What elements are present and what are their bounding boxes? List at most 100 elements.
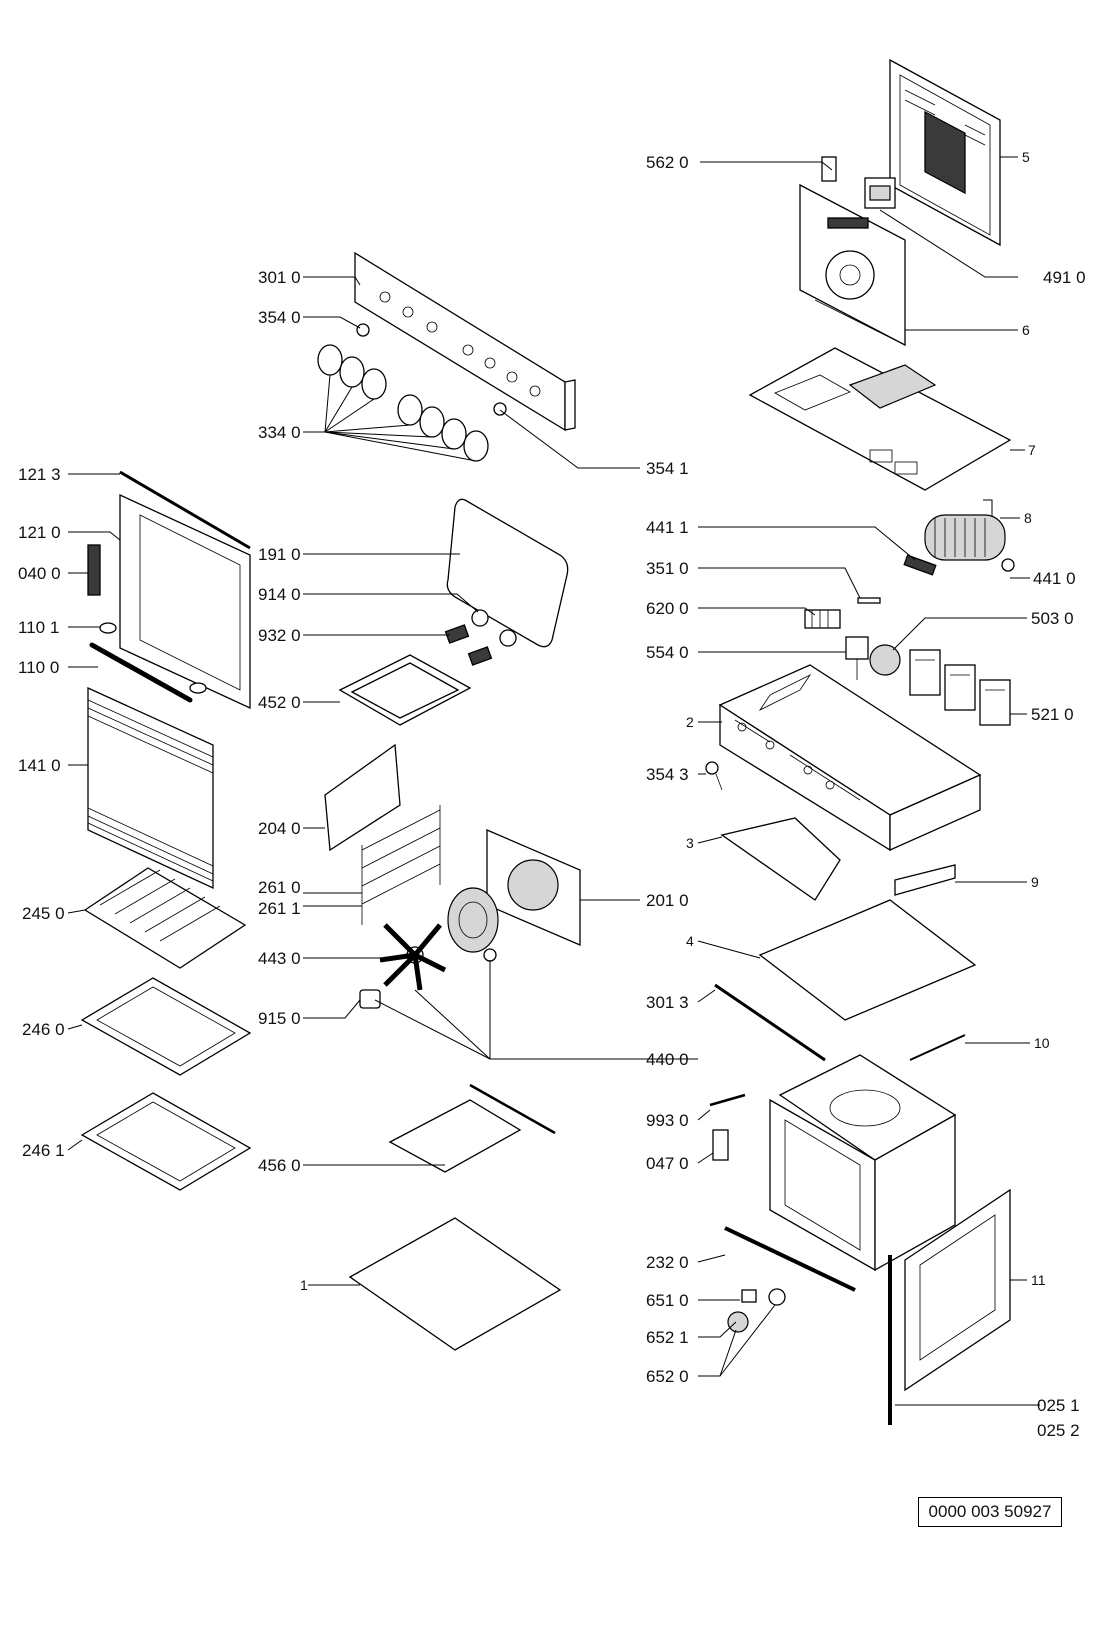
label-025-2: 025 2 <box>1037 1421 1080 1440</box>
fixing-strip <box>909 1034 966 1061</box>
handle-end-cap-2 <box>189 682 207 694</box>
label-040-0: 040 0 <box>18 564 61 583</box>
side-rack-bracket <box>324 743 401 852</box>
label-2: 2 <box>686 714 694 730</box>
lamp-bulb <box>727 1311 749 1333</box>
leader-lines <box>67 156 1040 1406</box>
baking-tray <box>80 977 252 1076</box>
label-246-1: 246 1 <box>22 1141 65 1160</box>
label-121-3: 121 3 <box>18 465 61 484</box>
side-door-frame <box>904 1188 1011 1392</box>
label-8: 8 <box>1024 510 1032 526</box>
wire-shelf <box>83 867 247 969</box>
selector-switch <box>845 636 869 680</box>
element-spring <box>444 624 470 644</box>
bottom-element <box>388 1083 556 1173</box>
label-7: 7 <box>1028 442 1036 458</box>
bottom-plate <box>758 899 977 1021</box>
label-047-0: 047 0 <box>646 1154 689 1173</box>
control-panel <box>354 251 576 432</box>
label-301-0: 301 0 <box>258 268 301 287</box>
label-351-0: 351 0 <box>646 559 689 578</box>
control-knobs <box>317 344 489 462</box>
label-652-1: 652 1 <box>646 1328 689 1347</box>
label-554-0: 554 0 <box>646 643 689 662</box>
fan-blade <box>379 923 447 991</box>
door-top-strip <box>119 470 251 550</box>
label-354-0: 354 0 <box>258 308 301 327</box>
mounting-bracket <box>894 864 956 896</box>
deep-baking-tray <box>80 1092 252 1191</box>
label-246-0: 246 0 <box>22 1020 65 1039</box>
label-440-0: 440 0 <box>646 1050 689 1069</box>
label-110-0: 110 0 <box>18 658 59 677</box>
fan-nut <box>359 989 381 1009</box>
label-6: 6 <box>1022 322 1030 338</box>
label-141-0: 141 0 <box>18 756 61 775</box>
label-261-1: 261 1 <box>258 899 301 918</box>
outer-door-glass <box>87 686 214 890</box>
hinge-bracket <box>712 1129 729 1161</box>
fixing-screw <box>709 1093 746 1107</box>
inner-door-frame <box>119 493 251 710</box>
label-521-0: 521 0 <box>1031 705 1074 724</box>
label-4: 4 <box>686 933 694 949</box>
label-1: 1 <box>300 1277 308 1293</box>
label-121-0: 121 0 <box>18 523 61 542</box>
back-wall-panel <box>799 183 906 347</box>
label-652-0: 652 0 <box>646 1367 689 1386</box>
label-110-1: 110 1 <box>18 618 59 637</box>
oven-base-plate <box>348 1217 562 1351</box>
label-562-0: 562 0 <box>646 153 689 172</box>
label-201-0: 201 0 <box>646 891 689 910</box>
thermal-fuse <box>857 597 881 604</box>
label-914-0: 914 0 <box>258 585 301 604</box>
handle-end-cap <box>99 622 117 634</box>
element-spring-2 <box>467 646 493 666</box>
rear-cover-panel <box>889 58 1001 247</box>
reference-number-box: 0000 003 50927 <box>918 1497 1062 1527</box>
label-5: 5 <box>1022 149 1030 165</box>
grill-element <box>338 654 472 726</box>
label-503-0: 503 0 <box>1031 609 1074 628</box>
label-11: 11 <box>1031 1272 1046 1288</box>
label-10: 10 <box>1034 1035 1050 1051</box>
label-354-1: 354 1 <box>646 459 689 478</box>
label-932-0: 932 0 <box>258 626 301 645</box>
label-993-0: 993 0 <box>646 1111 689 1130</box>
element-nut <box>471 609 489 627</box>
lamp-cover <box>768 1288 786 1306</box>
label-025-1: 025 1 <box>1037 1396 1080 1415</box>
bracket-plate <box>720 817 841 901</box>
label-354-3: 354 3 <box>646 765 689 784</box>
front-trim-strip <box>724 1226 856 1292</box>
top-plate <box>748 347 1012 491</box>
label-452-0: 452 0 <box>258 693 301 712</box>
label-651-0: 651 0 <box>646 1291 689 1310</box>
label-245-0: 245 0 <box>22 904 65 923</box>
element-nut-2 <box>499 629 517 647</box>
fan-support-bar <box>903 554 937 576</box>
tangential-fan <box>924 514 1015 572</box>
part-labels: 562 0 5 491 0 301 0 354 0 6 334 0 7 354 … <box>18 149 1086 1440</box>
label-915-0: 915 0 <box>258 1009 301 1028</box>
label-443-0: 443 0 <box>258 949 301 968</box>
label-261-0: 261 0 <box>258 878 301 897</box>
label-441-0: 441 0 <box>1033 569 1076 588</box>
knob-spacer <box>356 323 370 337</box>
label-9: 9 <box>1031 874 1039 890</box>
control-switch-block <box>909 649 1011 726</box>
fan-cover <box>486 829 581 946</box>
label-441-1: 441 1 <box>646 518 689 537</box>
label-232-0: 232 0 <box>646 1253 689 1272</box>
door-gasket <box>446 498 569 648</box>
screw-part <box>705 761 723 791</box>
label-334-0: 334 0 <box>258 423 301 442</box>
label-191-0: 191 0 <box>258 545 301 564</box>
terminal-strip <box>804 609 841 629</box>
clip-part <box>821 156 837 182</box>
terminal-block <box>864 177 896 209</box>
label-301-3: 301 3 <box>646 993 689 1012</box>
label-3: 3 <box>686 835 694 851</box>
